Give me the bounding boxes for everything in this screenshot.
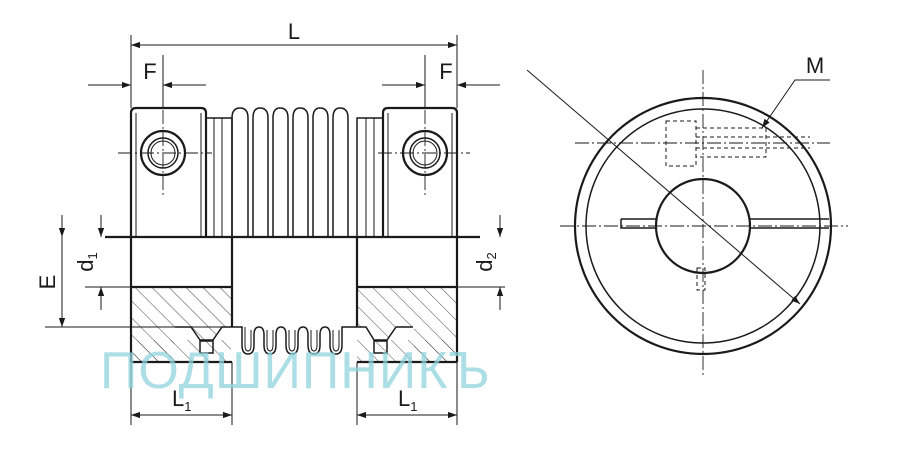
- front-view-section: [45, 237, 459, 364]
- dim-F-left-label: F: [143, 59, 156, 84]
- bellows-section: [232, 326, 357, 355]
- dim-L-label: L: [288, 19, 300, 44]
- left-set-screw: [199, 340, 214, 354]
- watermark-logo: ПОДШИПНИКЪ: [100, 342, 491, 400]
- diameter-leader: [526, 69, 801, 305]
- right-set-screw: [373, 340, 388, 354]
- M-leader: [761, 79, 830, 129]
- side-view: M: [526, 53, 848, 378]
- dim-F-right-label: F: [439, 59, 452, 84]
- hidden-screw-head: [665, 120, 697, 167]
- front-view-upper: [105, 106, 480, 239]
- left-slot: [620, 218, 657, 229]
- right-slot: [749, 218, 829, 229]
- dimensions-front: L F F d1 d2 E L1 L1: [35, 19, 505, 425]
- dim-L1-right-label: L1: [398, 386, 417, 414]
- dim-M-label: M: [806, 53, 824, 78]
- dim-d1-label: d1: [73, 252, 100, 271]
- right-hub-outline: [381, 106, 459, 237]
- dim-E-label: E: [35, 275, 60, 290]
- hidden-set-screw: [696, 267, 706, 291]
- dim-d2-label: d2: [472, 252, 499, 271]
- bellows-upper: [231, 107, 349, 237]
- left-hub-outline: [129, 106, 208, 237]
- dim-L1-left-label: L1: [172, 386, 191, 414]
